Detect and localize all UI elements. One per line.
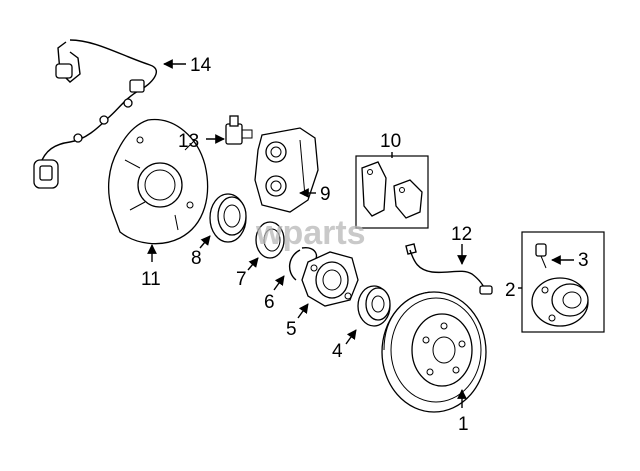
- outer-bearing-part: [357, 285, 391, 327]
- callout-10: 10: [380, 131, 401, 152]
- callout-3: 3: [578, 250, 589, 271]
- callout-1: 1: [458, 414, 469, 435]
- callout-11: 11: [141, 269, 161, 290]
- callout-6: 6: [264, 292, 275, 313]
- brake-rotor-part: [381, 291, 487, 413]
- callouts: 1 2 3 4 5 6 7 8 9 10 11 12 13 14: [141, 55, 589, 435]
- callout-8: 8: [191, 248, 202, 269]
- callout-13: 13: [178, 131, 199, 152]
- abs-sensor-part: [225, 115, 253, 145]
- callout-2: 2: [505, 280, 516, 301]
- callout-4: 4: [332, 341, 343, 362]
- callout-14: 14: [190, 55, 212, 76]
- callout-7: 7: [236, 269, 247, 290]
- seal-part: [255, 221, 285, 259]
- hub-bolt-part: [535, 243, 547, 269]
- hub-part: [301, 251, 359, 307]
- dust-shield-part: [107, 118, 209, 245]
- callout-5: 5: [286, 319, 297, 340]
- abs-wire-harness-part: [33, 39, 157, 189]
- watermark: wparts: [255, 214, 366, 252]
- brake-hose-part: [405, 243, 493, 295]
- brake-pads-part: [355, 155, 429, 229]
- snap-ring-part: [289, 246, 318, 281]
- callout-12: 12: [451, 224, 472, 245]
- bearing-part: [209, 193, 247, 243]
- callout-9: 9: [320, 184, 331, 205]
- hub-assembly-part: [521, 231, 605, 333]
- brake-caliper-part: [254, 127, 319, 213]
- leader-lines: [147, 59, 574, 408]
